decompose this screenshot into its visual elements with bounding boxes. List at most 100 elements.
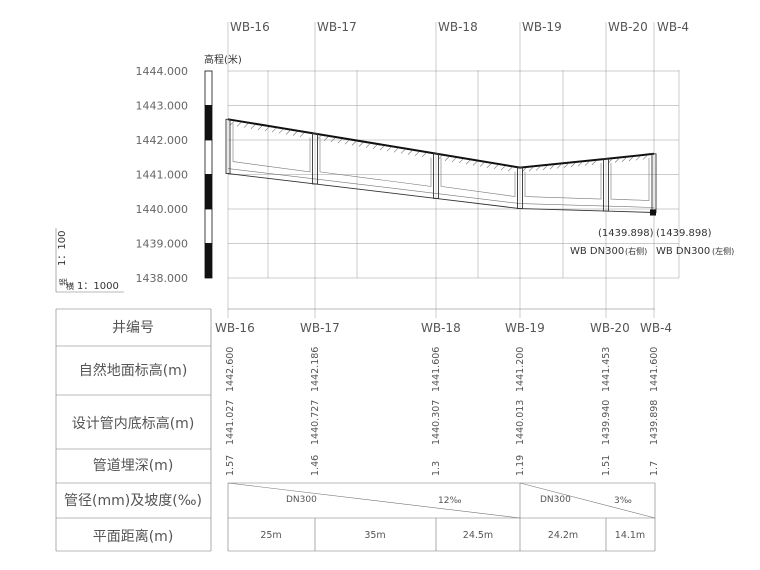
profile-lines [225,118,657,216]
burial-depth-value: 1.3 [431,461,442,476]
burial-depth-value: 1.46 [310,455,321,476]
invert-elevation-value: 1440.013 [515,400,526,445]
ground-hatch [528,167,534,172]
ground-hatch [351,141,357,146]
pipe-invert-line [227,173,655,213]
axis-title: 高程(米) [204,53,242,66]
invert-elevation-value: 1439.898 [649,400,660,445]
ground-hatch [257,125,263,131]
distance-value: 35m [364,530,385,541]
segment-1-slope: 12‰ [438,496,462,506]
scale-bar-block [204,70,213,106]
segment-2-dn: DN300 [540,495,571,505]
well-label-top: WB-19 [522,20,562,34]
ground-hatch [264,126,270,132]
axis-tick-label: 1444.000 [136,65,189,78]
invert-elevation-value: 1439.940 [601,400,612,445]
slope-diagonal-2 [519,482,656,519]
ground-hatch [584,161,590,166]
ground-hatch [330,137,336,143]
pipe-note-right: WB DN300 [570,246,624,257]
table-well-label: WB-16 [215,321,255,335]
scale-horizontal: 1：1000 [77,281,119,292]
segment-2-slope: 3‰ [614,496,632,506]
manhole [603,158,609,212]
distance-value: 14.1m [615,530,645,541]
ground-hatch [479,162,485,167]
distance-value: 25m [260,530,281,541]
slope-diagonal-1 [227,482,521,519]
row-label-depth: 管道埋深(m) [93,458,174,474]
ground-hatch [379,145,385,151]
manhole [225,118,231,175]
ground-hatch [278,129,284,134]
scale-vertical-label: 竖 [59,278,68,286]
ground-hatch [642,155,648,160]
ground-hatch [628,156,634,162]
ground-hatch [621,157,627,162]
ground-hatch [556,164,562,169]
pipe-note-right-side: (右侧) [625,246,647,256]
elevation-scale-bar [204,70,213,279]
trench-outline [440,157,516,197]
row-label-dia-slope: 管径(mm)及坡度(‰) [64,493,202,509]
ground-hatch [386,146,392,152]
invert-note-right: (1439.898) [598,228,654,239]
ground-hatch [372,144,378,150]
axis-tick-label: 1442.000 [136,134,189,147]
axis-tick-label: 1439.000 [136,238,189,251]
distance-value: 24.5m [463,530,493,541]
ground-hatch [472,161,478,166]
ground-hatch [465,160,471,165]
table-well-label: WB-4 [640,321,672,335]
scale-bar-block [204,174,213,210]
trench-outline [319,137,432,187]
ground-hatch [299,132,305,137]
axis-tick-label: 1440.000 [136,203,189,216]
ground-hatch [421,152,427,158]
ground-hatch [549,164,555,170]
axis-tick-label: 1438.000 [136,272,189,285]
ground-hatch [285,130,291,135]
ground-hatch [577,162,583,167]
ground-hatch [292,131,298,136]
pipe-crown-line [227,168,655,208]
axis-tick-label: 1443.000 [136,100,189,113]
manhole [433,153,439,199]
axis-tick-label: 1441.000 [136,169,189,182]
scale-horizontal-label: 横 [66,281,74,291]
ground-hatch [243,123,249,128]
table-well-label: WB-19 [505,321,545,335]
row-label-well-no: 井编号 [112,320,154,336]
ground-hatch [323,136,329,141]
row-label-invert: 设计管内底标高(m) [72,415,195,432]
scale-vertical: 1：100 [57,231,68,266]
ground-hatch [337,138,343,144]
invert-elevation-value: 1440.307 [431,400,442,445]
ground-hatch [614,158,620,163]
pipe-annotations: (1439.898) (1439.898) WB DN300 (右侧) WB D… [570,228,734,257]
ground-hatch [393,148,399,153]
ground-elevation-value: 1441.600 [649,347,660,392]
table-well-label: WB-18 [421,321,461,335]
pipe-note-left: WB DN300 [656,246,710,257]
ground-hatch [407,150,413,155]
ground-hatch [570,162,576,168]
ground-hatch [486,163,492,168]
ground-elevation-value: 1442.186 [310,347,321,392]
ground-hatch [591,160,597,166]
manhole [312,133,318,185]
ground-hatch [535,166,541,171]
ground-hatch [542,165,548,171]
well-label-top: WB-16 [230,20,270,34]
invert-elevation-value: 1441.027 [225,400,236,445]
ground-elevation-value: 1442.600 [225,347,236,392]
burial-depth-value: 1.7 [649,461,660,476]
table-well-label: WB-17 [300,321,340,335]
ground-hatch [451,157,457,163]
trench-outline [232,123,311,173]
pipe-note-left-side: (左侧) [712,246,734,256]
